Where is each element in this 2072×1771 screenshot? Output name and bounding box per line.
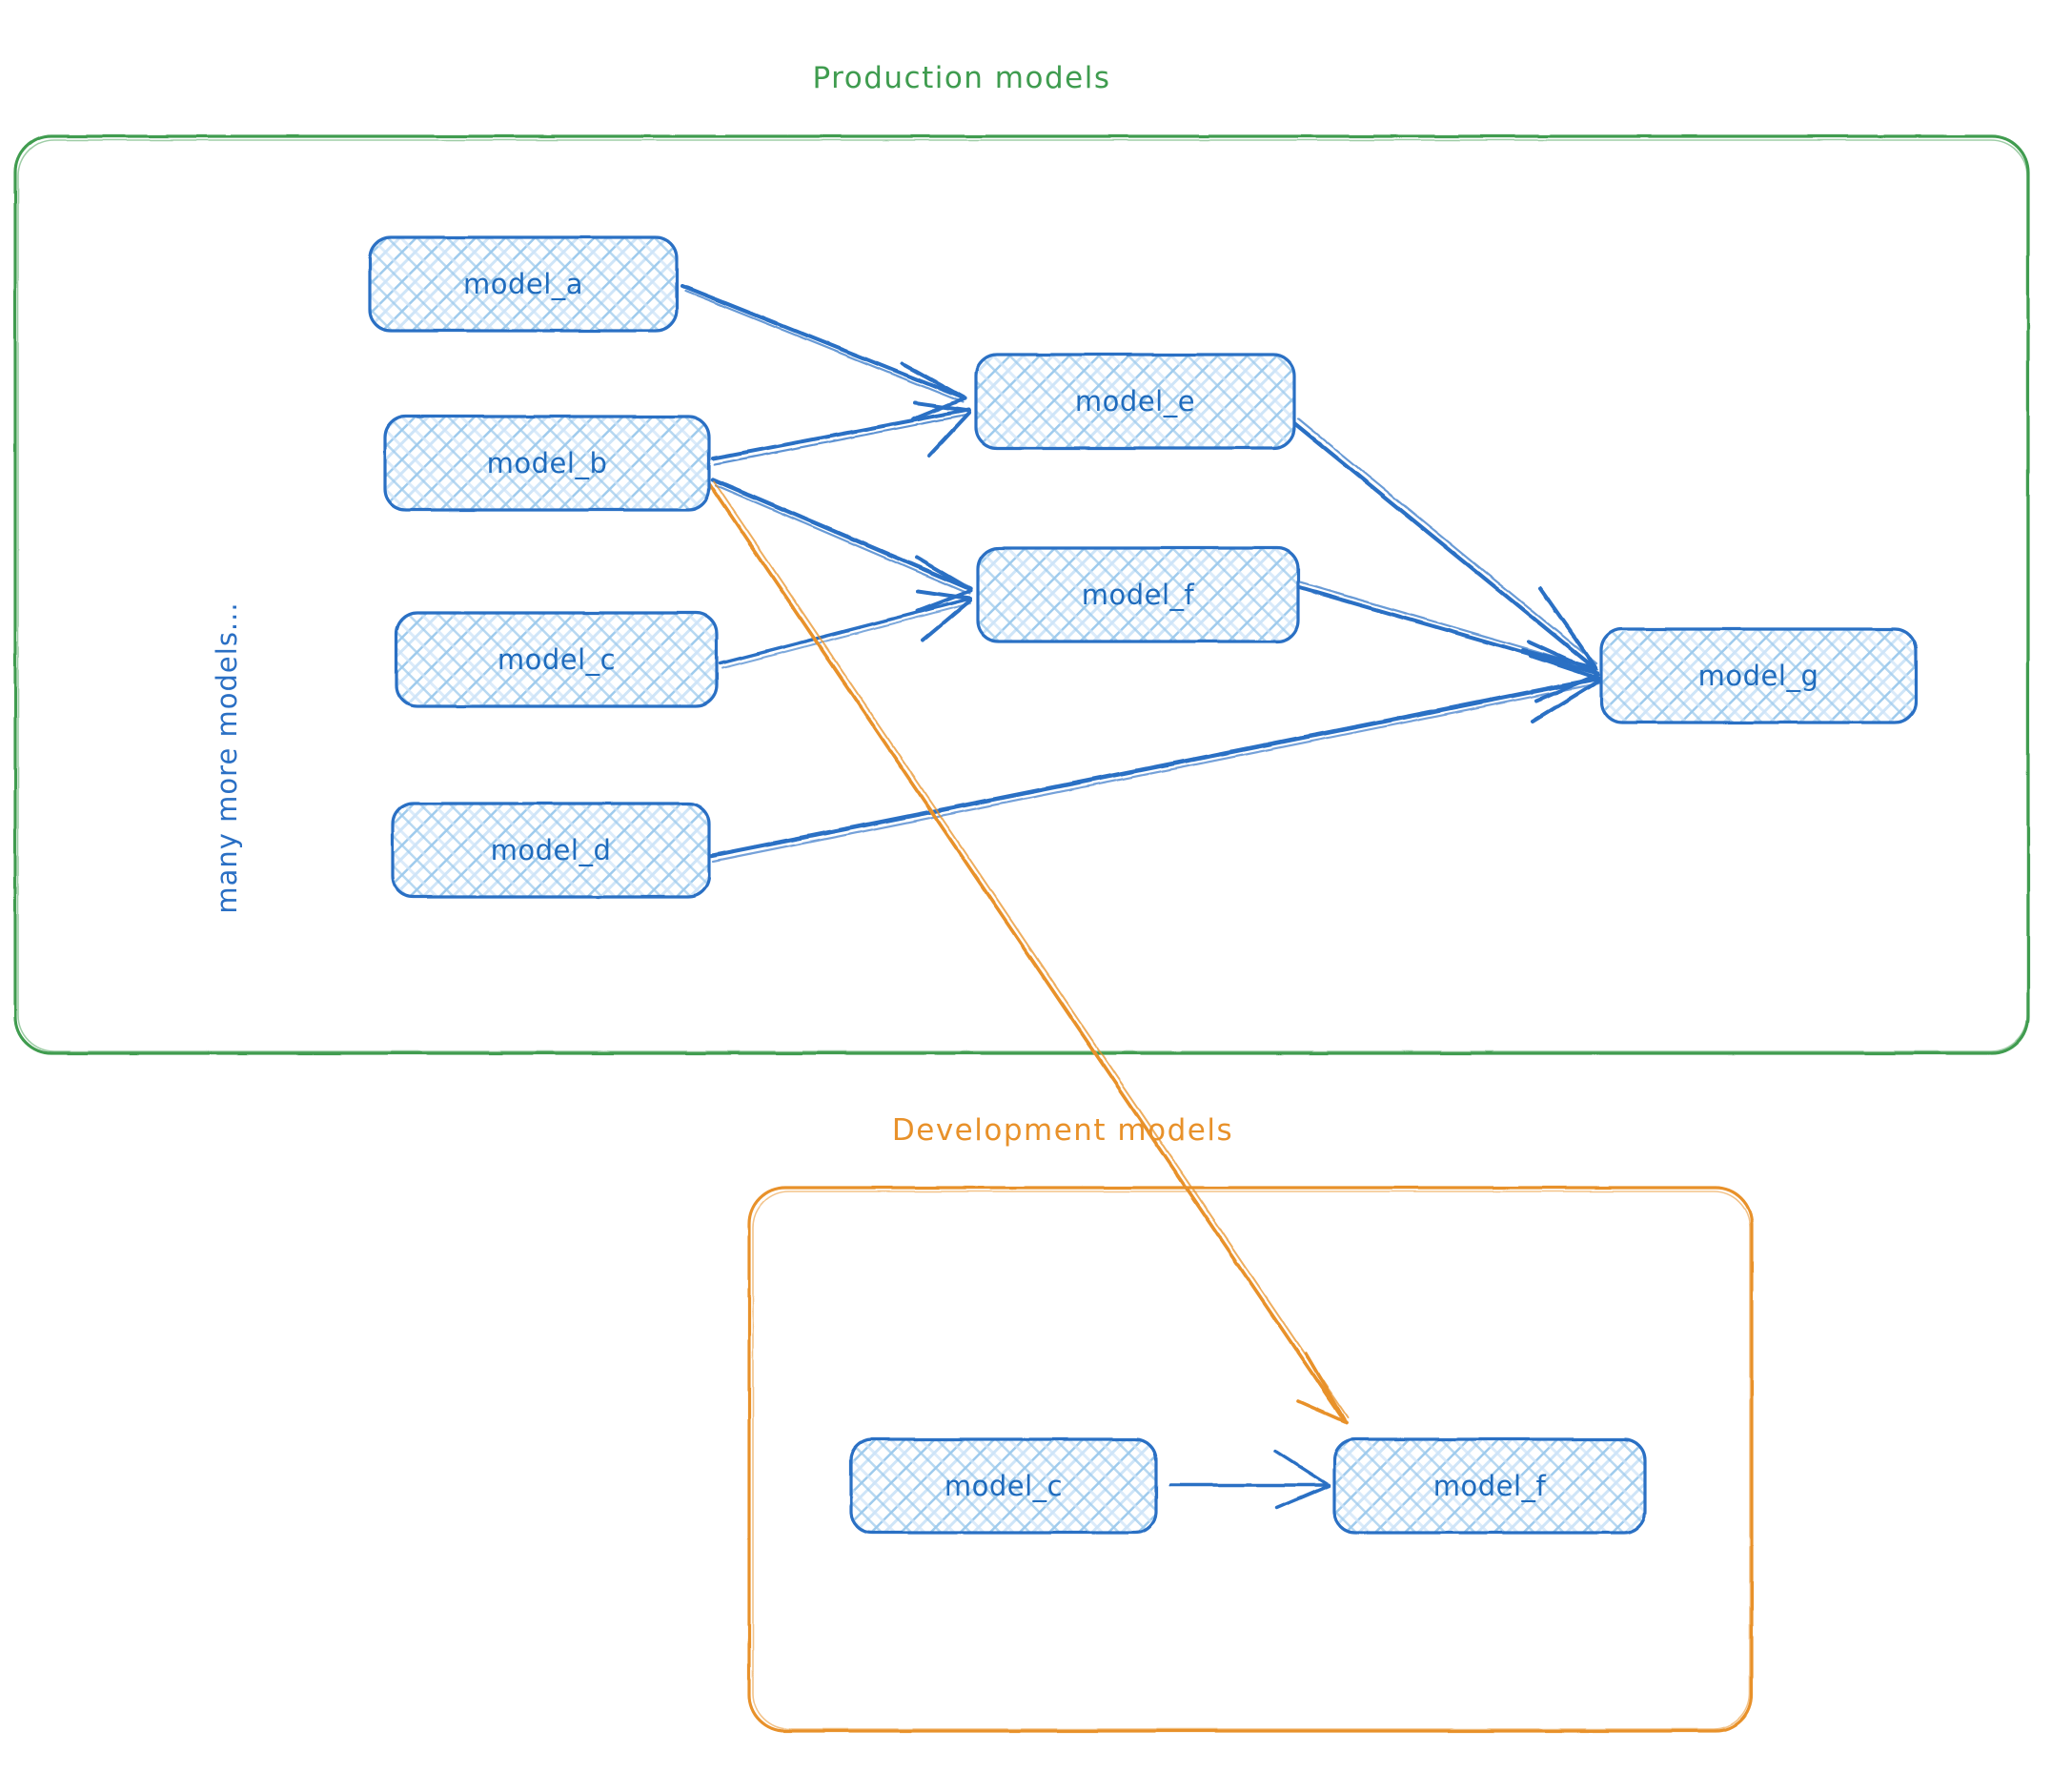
node-label-model-b: model_b — [487, 447, 608, 479]
edges-layer — [681, 284, 1601, 1510]
node-label-model-f: model_f — [1082, 579, 1195, 611]
node-dev-model-f[interactable]: model_f — [1332, 1437, 1647, 1535]
production-group-label: Production models — [813, 61, 1111, 95]
development-group-border-shadow — [752, 1191, 1751, 1730]
node-dev-model-c[interactable]: model_c — [849, 1437, 1158, 1535]
node-model-b[interactable]: model_b — [383, 415, 711, 512]
node-label-model-d: model_d — [491, 834, 612, 866]
node-model-a[interactable]: model_a — [368, 235, 679, 333]
node-model-g[interactable]: model_g — [1599, 627, 1918, 724]
edge-model-b-to-model-e — [711, 401, 971, 466]
node-label-model-a: model_a — [463, 268, 583, 300]
production-group-border — [13, 134, 2030, 1055]
edge-model-b-to-model-f — [710, 477, 973, 613]
many-more-models-note: many more models... — [211, 601, 243, 913]
node-label-model-c: model_c — [498, 643, 616, 676]
edge-model-d-to-model-g — [708, 654, 1601, 864]
node-label-dev-model-c: model_c — [945, 1470, 1063, 1502]
node-model-e[interactable]: model_e — [974, 353, 1296, 450]
node-model-c[interactable]: model_c — [395, 611, 719, 708]
node-model-f[interactable]: model_f — [976, 546, 1300, 643]
edge-model-e-to-model-g — [1291, 417, 1598, 670]
development-group-label: Development models — [892, 1113, 1233, 1148]
nodes-layer: model_a model_b model_c model_d — [368, 235, 1918, 1535]
edge-prod-model-b-to-dev-model-f — [707, 480, 1349, 1424]
edge-dev-model-c-to-dev-model-f — [1168, 1449, 1331, 1510]
development-group-border — [747, 1186, 1754, 1733]
node-label-model-e: model_e — [1075, 385, 1195, 417]
production-group-border-shadow — [17, 139, 2028, 1052]
node-model-d[interactable]: model_d — [391, 802, 711, 899]
edge-model-f-to-model-g — [1296, 580, 1599, 702]
node-label-model-g: model_g — [1698, 660, 1819, 692]
node-label-dev-model-f: model_f — [1433, 1470, 1547, 1502]
group-development — [747, 1186, 1754, 1733]
edge-model-c-to-model-f — [719, 589, 972, 669]
group-production — [13, 134, 2030, 1055]
edge-model-a-to-model-e — [681, 284, 966, 421]
